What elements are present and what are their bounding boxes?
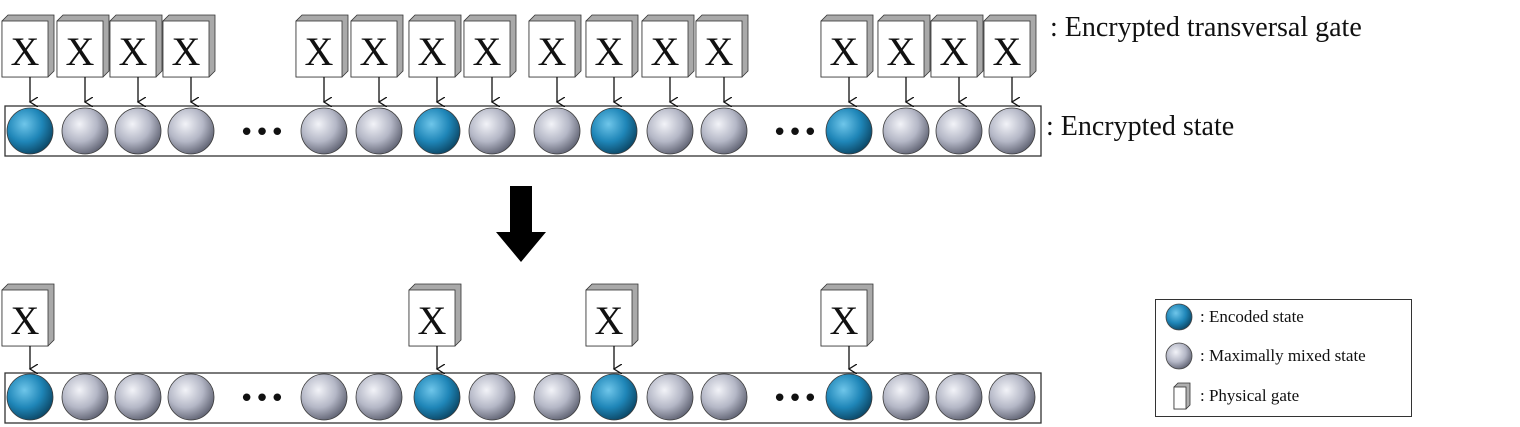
mixed-qubit <box>882 373 930 421</box>
gate-symbol: X <box>887 29 916 74</box>
legend-gate-label: : Physical gate <box>1200 386 1300 405</box>
mixed-qubit <box>882 107 930 155</box>
legend-encoded: : Encoded state <box>1164 303 1304 331</box>
x-gate: X <box>1 14 55 102</box>
mixed-qubit <box>355 373 403 421</box>
x-gate: X <box>463 14 517 102</box>
x-gate: X <box>820 283 874 369</box>
mixed-qubit-icon <box>1165 342 1193 370</box>
x-gate: X <box>56 14 110 102</box>
mixed-qubit <box>355 107 403 155</box>
x-gate: X <box>408 283 462 369</box>
mixed-qubit <box>700 373 748 421</box>
x-gate: X <box>162 14 216 102</box>
gate-symbol: X <box>830 298 859 343</box>
gate-symbol: X <box>305 29 334 74</box>
legend: : Encoded state : Maximally mixed state … <box>1155 299 1412 417</box>
transition-arrow-icon <box>496 186 546 262</box>
gate-symbol: X <box>651 29 680 74</box>
x-gate: X <box>408 14 462 102</box>
mixed-qubit <box>167 373 215 421</box>
mixed-qubit <box>167 107 215 155</box>
ellipsis: ••• <box>772 384 818 414</box>
legend-encoded-label: : Encoded state <box>1200 307 1304 326</box>
mixed-qubit <box>300 373 348 421</box>
x-gate: X <box>695 14 749 102</box>
x-gate: X <box>1 283 55 369</box>
gate-symbol: X <box>473 29 502 74</box>
legend-mixed-label: : Maximally mixed state <box>1200 346 1366 365</box>
gate-row-label: : Encrypted transversal gate <box>1050 12 1362 43</box>
gate-symbol: X <box>172 29 201 74</box>
mixed-qubit <box>468 373 516 421</box>
gate-symbol: X <box>11 29 40 74</box>
register-box <box>4 105 1042 157</box>
mixed-qubit <box>700 107 748 155</box>
gate-symbol: X <box>595 298 624 343</box>
mixed-qubit <box>61 107 109 155</box>
mixed-qubit <box>646 107 694 155</box>
gate-symbol: X <box>595 29 624 74</box>
x-gate: X <box>585 14 639 102</box>
x-gate: X <box>585 283 639 369</box>
encoded-qubit-icon <box>1165 303 1193 331</box>
x-gate: X <box>820 14 874 102</box>
mixed-qubit <box>935 107 983 155</box>
gate-symbol: X <box>360 29 389 74</box>
mixed-qubit <box>61 373 109 421</box>
mixed-qubit <box>114 373 162 421</box>
mixed-qubit <box>646 373 694 421</box>
mixed-qubit <box>533 107 581 155</box>
register-box <box>4 372 1042 424</box>
mixed-qubit <box>468 107 516 155</box>
gate-symbol: X <box>830 29 859 74</box>
encoded-qubit <box>590 107 638 155</box>
encoded-qubit <box>6 373 54 421</box>
x-gate: X <box>295 14 349 102</box>
legend-gate: : Physical gate <box>1164 382 1299 410</box>
ellipsis: ••• <box>239 384 285 414</box>
gate-symbol: X <box>940 29 969 74</box>
gate-symbol: X <box>418 298 447 343</box>
x-gate: X <box>983 14 1037 102</box>
gate-symbol: X <box>66 29 95 74</box>
gate-symbol: X <box>705 29 734 74</box>
encoded-qubit <box>413 373 461 421</box>
encoded-qubit <box>825 373 873 421</box>
encoded-qubit <box>413 107 461 155</box>
gate-symbol: X <box>993 29 1022 74</box>
register-boxes <box>4 105 1042 424</box>
encoded-qubit <box>590 373 638 421</box>
physical-gate-icon <box>1173 382 1191 410</box>
encoded-qubit <box>825 107 873 155</box>
mixed-qubit <box>114 107 162 155</box>
gate-symbol: X <box>11 298 40 343</box>
qubit-layer: ••• ••• ••• ••• <box>6 107 1036 421</box>
ellipsis: ••• <box>772 118 818 148</box>
mixed-qubit <box>533 373 581 421</box>
state-row-label: : Encrypted state <box>1046 111 1235 142</box>
mixed-qubit <box>988 373 1036 421</box>
x-gate: X <box>528 14 582 102</box>
x-gate: X <box>930 14 984 102</box>
x-gate: X <box>641 14 695 102</box>
gate-symbol: X <box>119 29 148 74</box>
mixed-qubit <box>300 107 348 155</box>
encoded-qubit <box>6 107 54 155</box>
gate-symbol: X <box>538 29 567 74</box>
mixed-qubit <box>935 373 983 421</box>
x-gate: X <box>877 14 931 102</box>
x-gate: X <box>350 14 404 102</box>
legend-mixed: : Maximally mixed state <box>1164 342 1366 370</box>
mixed-qubit <box>988 107 1036 155</box>
gate-symbol: X <box>418 29 447 74</box>
x-gate: X <box>109 14 163 102</box>
ellipsis: ••• <box>239 118 285 148</box>
